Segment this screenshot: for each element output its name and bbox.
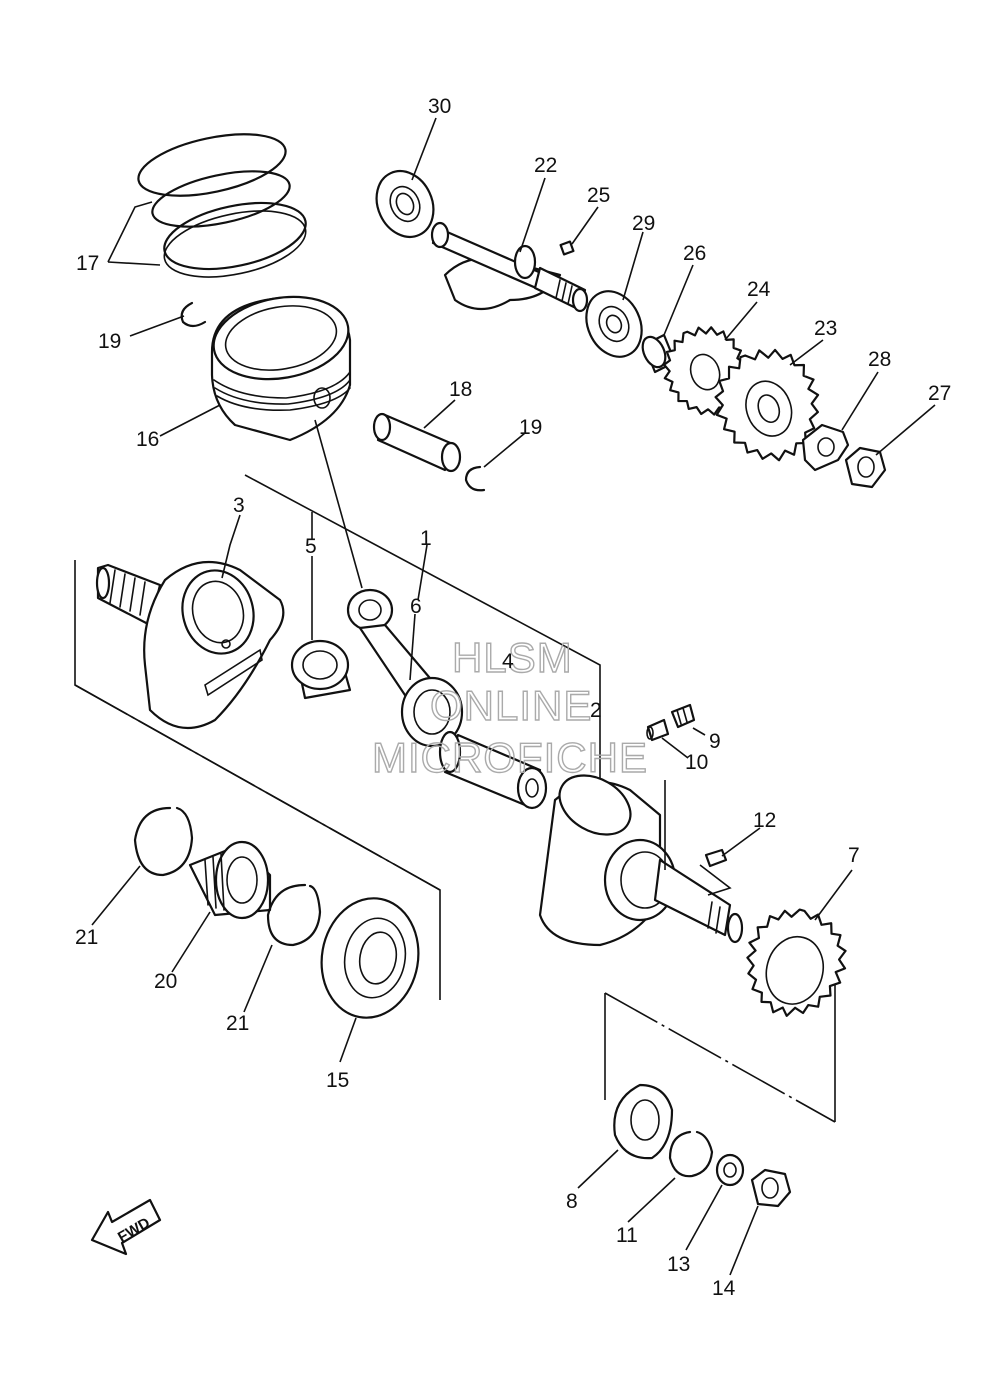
callout-1: 1 [420,527,432,550]
callout-6: 6 [410,595,422,618]
part-17-piston-rings [137,133,307,278]
callout-21b: 21 [226,1012,249,1035]
part-9-spring [670,703,696,729]
part-1-connecting-rod [346,588,464,748]
callout-21a: 21 [75,926,98,949]
part-21-circlip-a [133,806,194,877]
part-15-bearing [320,897,420,1019]
part-4-crank-pin [438,730,548,810]
callout-18: 18 [449,378,472,401]
callout-28: 28 [868,348,891,371]
part-8-plate [613,1083,674,1160]
callout-27: 27 [928,382,951,405]
part-5-needle-bearing [290,639,352,700]
fwd-arrow: FWD [90,1198,162,1256]
callout-5: 5 [305,535,317,558]
watermark: HLSM ONLINE MICROFICHE [371,633,648,781]
callout-25: 25 [587,184,610,207]
callout-14: 14 [712,1277,736,1300]
callout-16: 16 [136,428,159,451]
part-22-balancer-shaft [430,221,589,313]
callout-22: 22 [534,154,557,177]
part-27-nut [844,446,887,489]
callout-20: 20 [154,970,177,993]
part-16-piston [210,295,352,442]
part-12-key [704,848,728,868]
part-23-gear [714,348,820,462]
part-21-circlip-b [266,883,322,947]
callout-8: 8 [566,1190,578,1213]
assembly-brackets [74,474,836,1123]
callout-17: 17 [76,252,99,275]
callout-numbers: 30 22 25 29 26 24 23 28 27 17 19 16 18 1… [75,95,951,1300]
callout-10: 10 [685,751,708,774]
part-19-clip-b [464,465,486,492]
callout-11: 11 [616,1224,638,1247]
part-3-crank-left [95,560,285,730]
callout-3: 3 [233,494,245,517]
callout-13: 13 [667,1253,690,1276]
watermark-line1: HLSM [452,634,573,681]
callout-30: 30 [428,95,451,118]
watermark-line3: MICROFICHE [372,734,648,781]
callout-19b: 19 [519,416,542,439]
part-30-bearing [375,170,435,238]
callout-29: 29 [632,212,655,235]
part-29-bearing [585,290,643,358]
part-10-plunger [646,718,670,742]
callout-26: 26 [683,242,706,265]
callout-4: 4 [502,650,514,673]
callout-24: 24 [747,278,771,301]
callout-19a: 19 [98,330,121,353]
leader-lines [91,117,936,1276]
part-25-key [559,240,575,256]
part-28-lock-washer [801,423,850,472]
watermark-line2: ONLINE [430,682,592,729]
callout-9: 9 [709,730,721,753]
part-2-crank-right [538,774,744,947]
part-20-bushing [188,840,272,920]
callout-2: 2 [590,699,602,722]
callout-23: 23 [814,317,837,340]
callout-15: 15 [326,1069,349,1092]
part-13-washer [715,1153,745,1187]
callout-7: 7 [848,844,860,867]
callout-12: 12 [753,809,776,832]
part-14-nut [750,1168,792,1208]
part-18-piston-pin [372,412,462,473]
part-11-circlip [668,1130,714,1178]
part-19-clip-a [180,301,207,328]
part-7-gear [746,908,847,1017]
